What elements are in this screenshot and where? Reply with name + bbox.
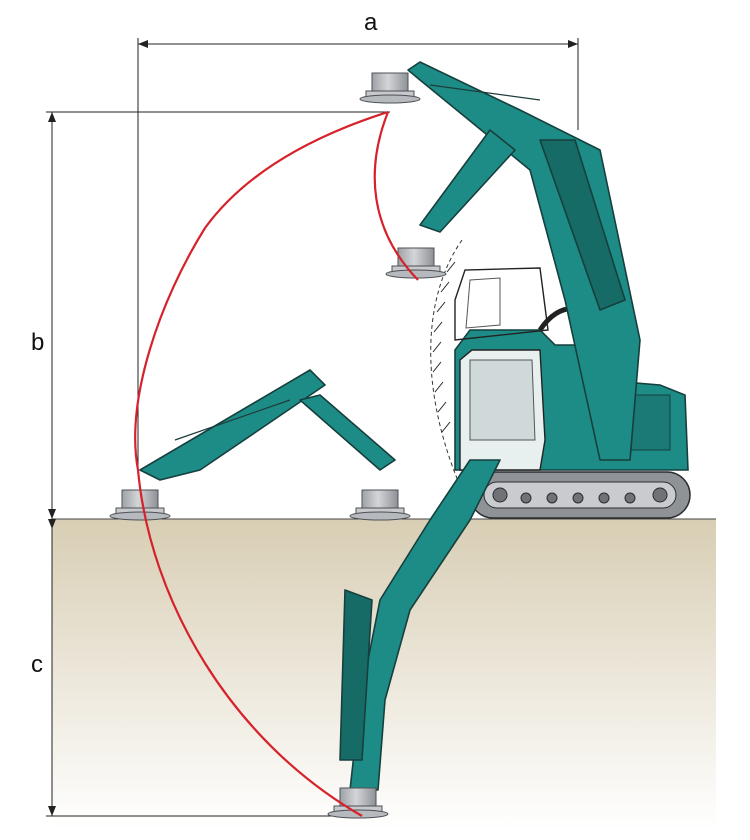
dimension-b: b [31,111,390,519]
swing-clearance-hatch [430,239,471,509]
mulcher-head-icon [359,72,421,104]
boom-lowered [327,459,501,819]
reach-envelope [134,110,419,817]
dimension-a-label: a [364,9,378,36]
boom-raised [359,61,641,461]
dimension-c-label: c [31,651,43,678]
operator-cab [454,267,549,471]
boom-ground [109,369,411,521]
dimension-b-label: b [31,329,44,356]
crawler-track [469,471,691,519]
dimension-c: c [31,519,365,817]
mulcher-head-icon [349,489,411,521]
mulcher-head-icon [385,247,447,279]
